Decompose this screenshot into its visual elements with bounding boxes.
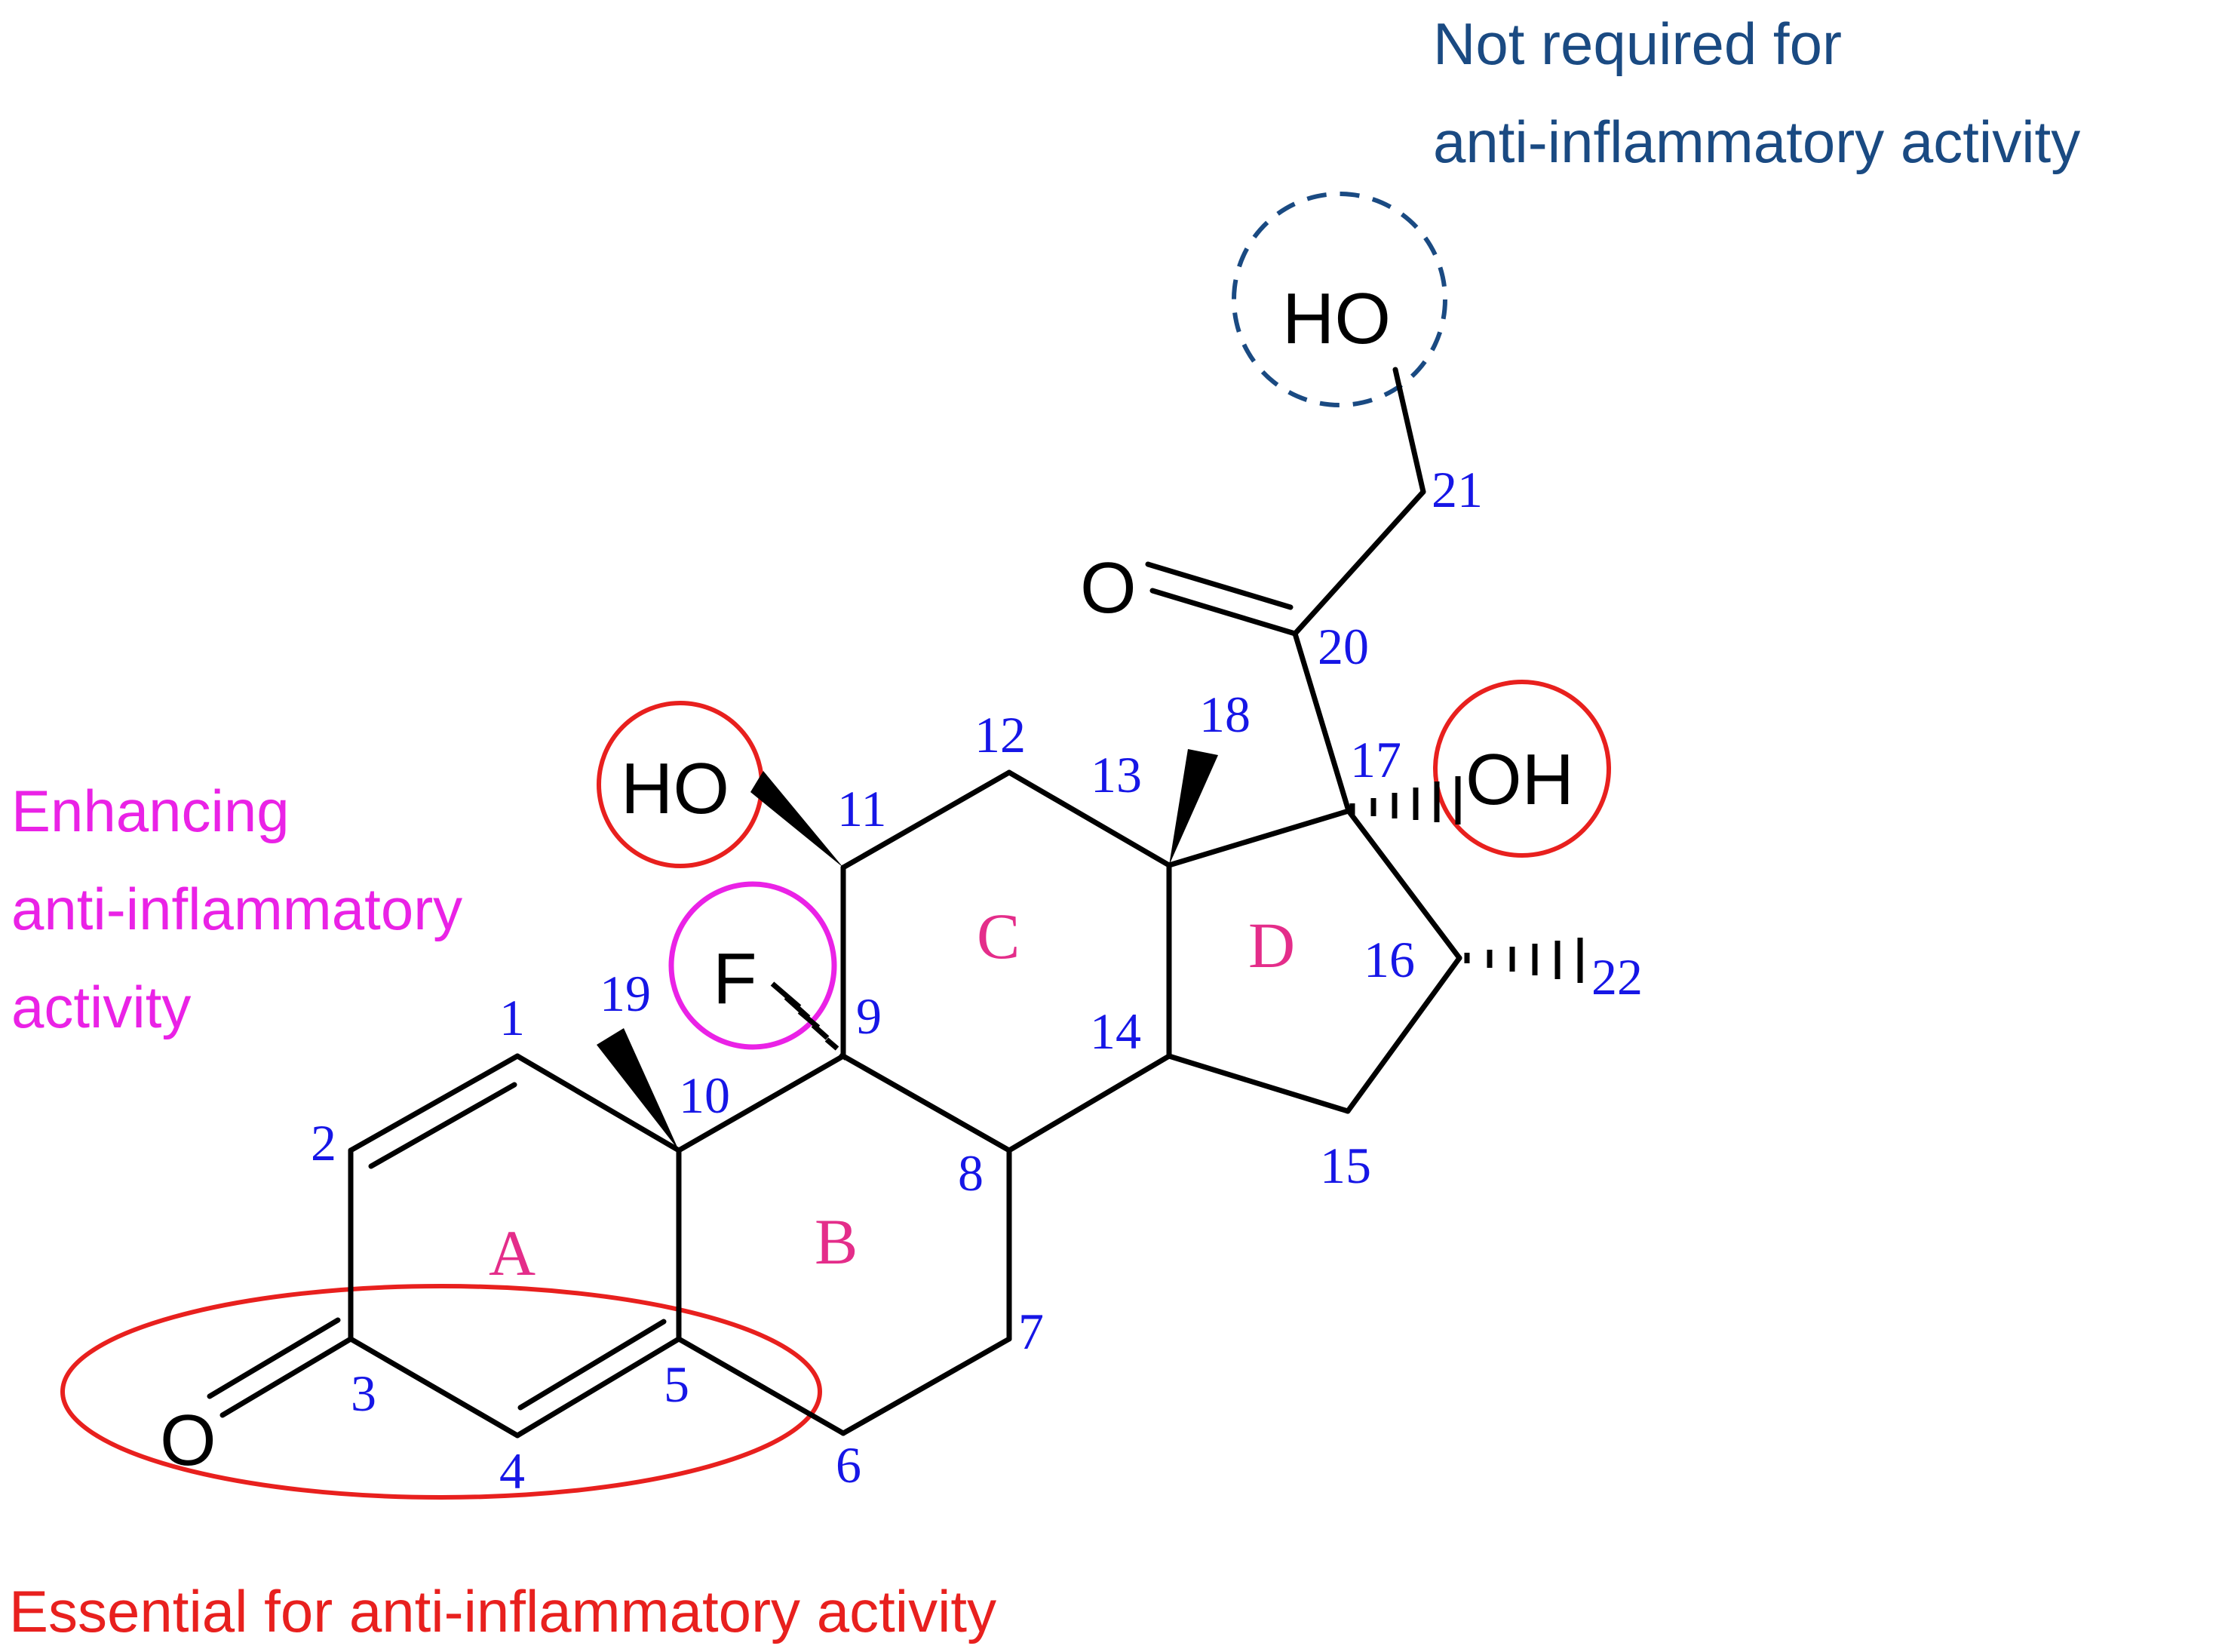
not-required-label-line2: anti-inflammatory activity [1433,109,2080,175]
hydroxyl-11-label: HO [621,748,729,829]
carbon-number-10: 10 [679,1067,730,1124]
carbon-number-4: 4 [499,1442,525,1500]
carbonyl-oxygen-3-label: O [160,1400,216,1481]
carbon-numbering: 1 2 3 4 5 6 7 8 9 10 11 12 13 14 15 16 1… [311,461,1643,1500]
carbon-number-17: 17 [1350,731,1401,788]
carbon-number-2: 2 [311,1114,336,1171]
essential-circle-17-oh [1433,680,1611,858]
ring-label-a: A [489,1217,536,1289]
fluorine-9-label: F [713,938,757,1019]
carbon-number-9: 9 [856,987,882,1045]
carbon-number-1: 1 [499,989,525,1046]
not-required-circle [1232,192,1447,407]
carbon-number-3: 3 [351,1365,376,1422]
carbon-number-12: 12 [974,706,1026,763]
carbon-number-5: 5 [664,1356,689,1413]
carbon-number-8: 8 [958,1144,984,1202]
carbon-number-14: 14 [1090,1003,1141,1060]
carbon-number-15: 15 [1320,1137,1371,1194]
enhancing-label-line3: activity [11,974,191,1040]
carbonyl-oxygen-20-label: O [1080,548,1137,628]
ring-label-c: C [977,900,1020,972]
ring-label-d: D [1248,909,1295,981]
enhancing-label-line2: anti-inflammatory [11,876,462,942]
carbon-number-7: 7 [1018,1303,1044,1360]
carbon-number-11: 11 [837,780,886,837]
carbon-number-20: 20 [1318,618,1369,675]
essential-label: Essential for anti-inflammatory activity [9,1578,996,1644]
essential-ellipse-ring-a [60,1284,822,1500]
enhancing-circle-9-f [668,881,837,1050]
not-required-label-line1: Not required for [1433,11,1842,77]
carbon-number-16: 16 [1364,931,1415,988]
carbon-number-6: 6 [836,1436,861,1494]
stereo-bonds [597,749,1583,1150]
skeleton-bonds [207,367,1462,1439]
hydroxyl-17-label: OH [1465,739,1574,820]
ring-label-b: B [815,1205,858,1278]
carbon-number-21: 21 [1432,461,1483,518]
hydroxyl-21-label: HO [1282,278,1391,359]
carbon-number-22: 22 [1591,948,1643,1006]
carbon-number-13: 13 [1091,746,1142,803]
carbon-number-19: 19 [600,965,651,1022]
carbon-number-18: 18 [1199,686,1251,743]
enhancing-label-line1: Enhancing [11,778,290,844]
